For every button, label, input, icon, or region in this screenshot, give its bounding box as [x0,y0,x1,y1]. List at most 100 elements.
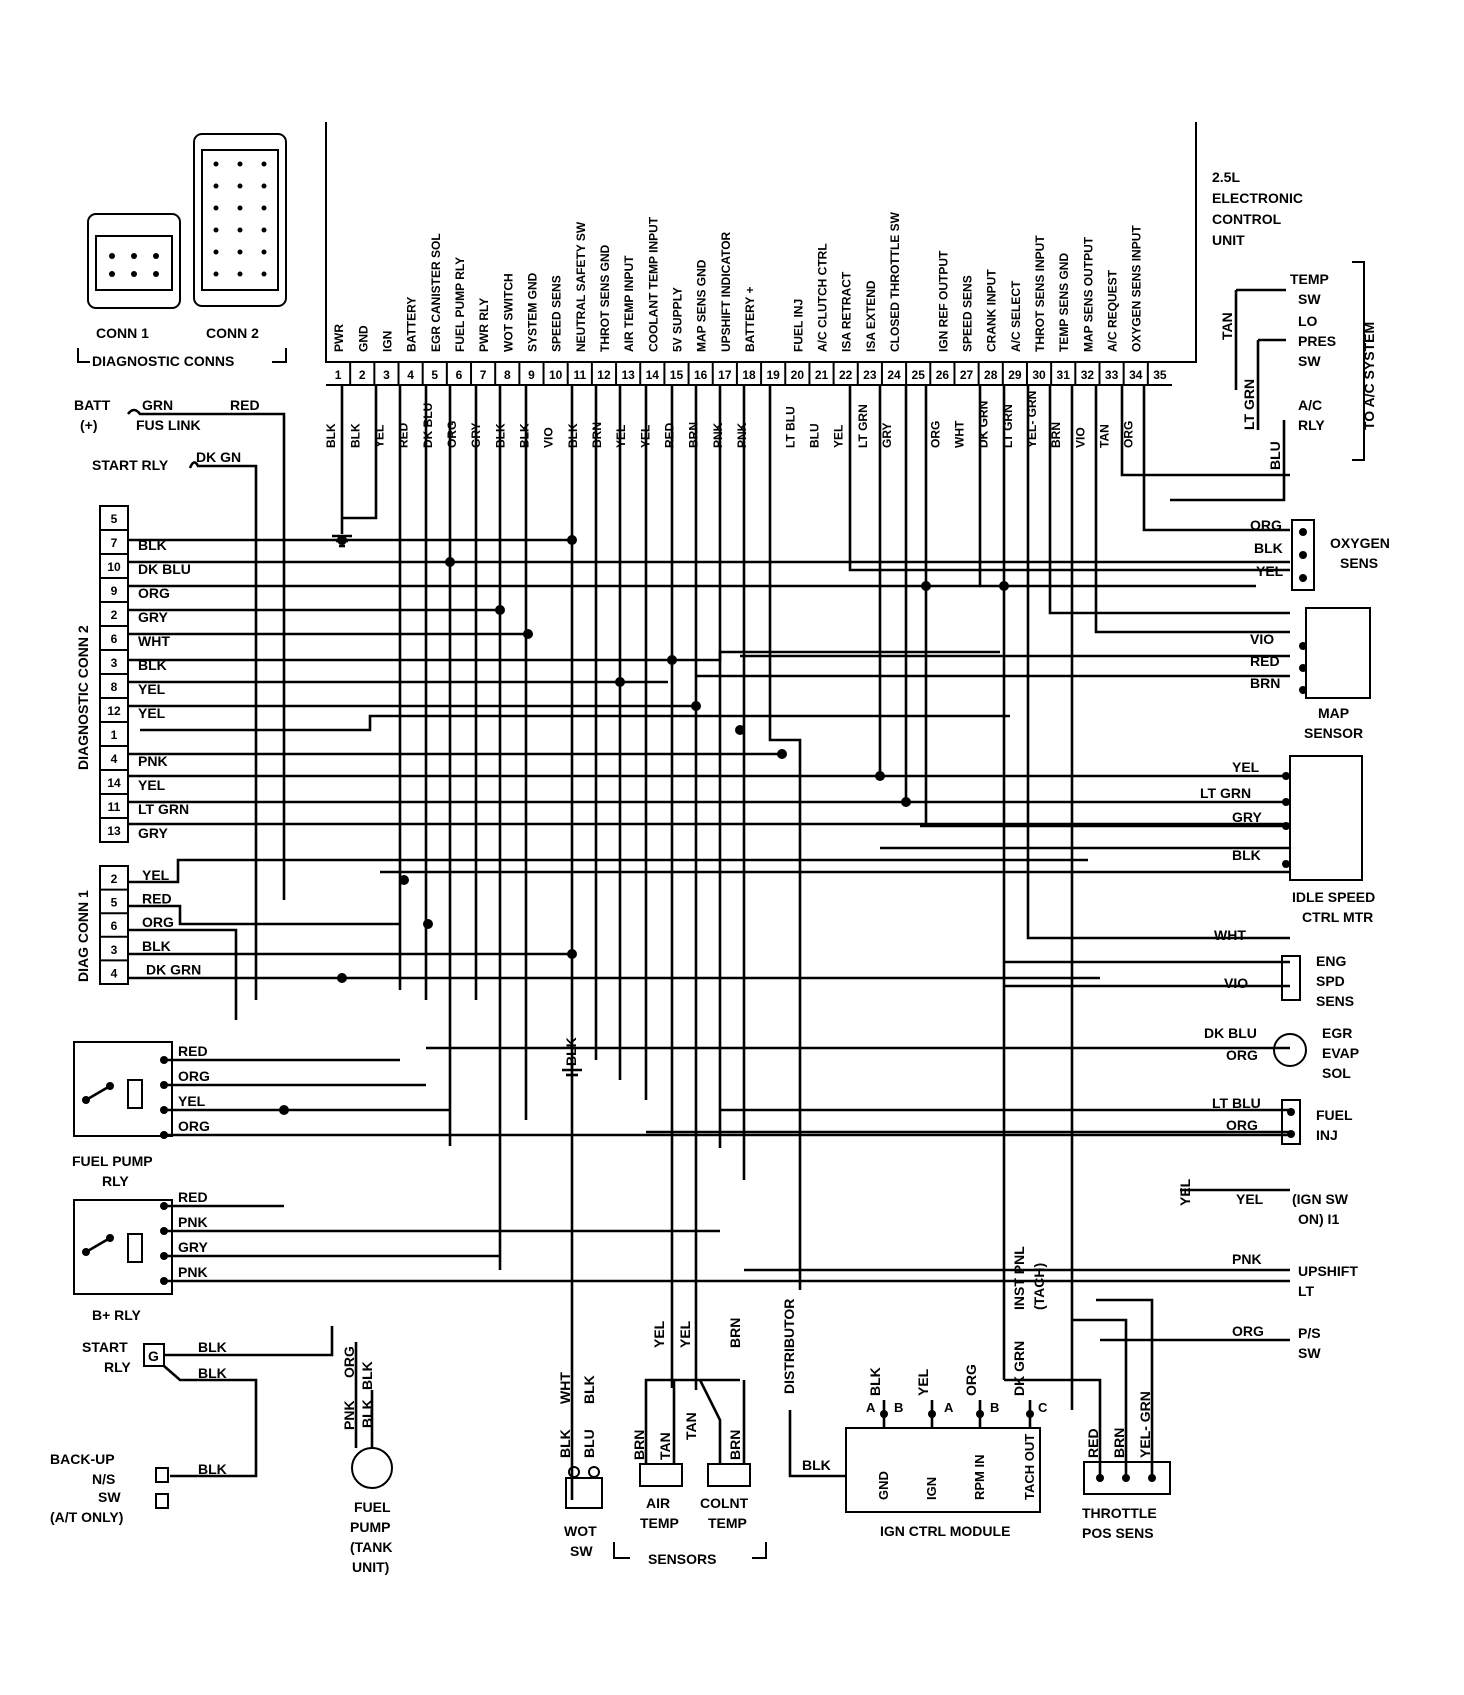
backup-label-3: SW [98,1489,121,1505]
tps-wire-3: YEL- GRN [1137,1391,1153,1458]
dc1-wire-color: RED [142,891,172,907]
wot-wire-4: BLU [581,1429,597,1458]
conn2-pin [261,271,267,277]
start-rly-label: START RLY [92,457,169,473]
ecu-title-2: ELECTRONIC [1212,190,1303,206]
conn2-pin [213,183,219,189]
junction-dot [423,919,433,929]
wot-wire-1: WHT [557,1372,573,1404]
tps-wire-1: RED [1085,1428,1101,1458]
ecu-pin-number: 5 [431,368,438,382]
oxy-wire-2: BLK [1254,540,1283,556]
ecu-pin-number: 23 [863,368,877,382]
gnd-blk-label: BLK [563,1037,579,1066]
sens-wire-2: YEL [677,1320,693,1348]
start-rly-terminal: G [148,1348,159,1364]
junction-dot [735,725,745,735]
backup-ns-switch: BACK-UP N/S SW (A/T ONLY) BLK [50,1451,227,1525]
ecu-pin-wire-color: PNK [735,422,749,448]
ecu-pin-number: 28 [984,368,998,382]
ign-sw-label-2: ON) I1 [1298,1211,1339,1227]
junction-dot [691,701,701,711]
ecu-pin-wire-color: BRN [1049,422,1063,448]
colnt-temp-label-1: COLNT [700,1495,749,1511]
fuel-inj: LT BLU ORG FUEL INJ [1212,1095,1353,1145]
dc2-wire-color: ORG [138,585,170,601]
icm-terminal-letter: B [894,1400,903,1415]
junction-dot [567,535,577,545]
ecu-pin-wire-color: GRY [880,422,894,448]
ecu-pin-function: EGR CANISTER SOL [429,233,443,352]
ign-sw-feed: YEL YEL (IGN SW ON) I1 [1177,1178,1349,1227]
egr-wire-2: ORG [1226,1047,1258,1063]
ecu-pin-wire-color: BLK [324,423,338,448]
ecu-pin-function: BATTERY [405,297,419,352]
ecu-pin-number: 25 [912,368,926,382]
inst-pnl-label-2: (TACH) [1031,1263,1047,1310]
dc2-pin-number: 8 [111,680,118,694]
b-rly-label: B+ RLY [92,1307,142,1323]
wire-harness [128,288,1290,1500]
ecu-pin-function: SPEED SENS [550,275,564,352]
ecu-pin-wire-color: BLK [517,423,531,448]
isc-wire-3: GRY [1232,809,1262,825]
start-rly-wire-2: BLK [198,1365,227,1381]
wot-switch: WHT BLK BLK BLU WOT SW BLK [557,1037,603,1559]
isc-wire-1: YEL [1232,759,1260,775]
conn2-pin [237,161,243,167]
dk-gn-label: DK GN [196,449,241,465]
junction-dot [999,581,1009,591]
ecu-pin-function: A/C CLUTCH CTRL [816,243,830,352]
conn2-pin [237,205,243,211]
ecu-pin-number: 19 [766,368,780,382]
map-wire-3: BRN [1250,675,1280,691]
dc2-pin-number: 9 [111,584,118,598]
backup-label-4: (A/T ONLY) [50,1509,123,1525]
dc1-pin-number: 3 [111,943,118,957]
icm-wire-dkgrn: DK GRN [1011,1341,1027,1396]
ecu-pin-wire-color: WHT [953,420,967,448]
oxygen-label-2: SENS [1340,555,1378,571]
icm-terminal-label: TACH OUT [1022,1434,1037,1500]
isc-label-2: CTRL MTR [1302,909,1373,925]
conn2-picture [193,133,287,307]
upshift-lt: PNK UPSHIFT LT [1232,1251,1358,1299]
inj-wire-1: LT BLU [1212,1095,1261,1111]
ecu-pin-number: 15 [670,368,684,382]
fpr-label-2: RLY [102,1173,129,1189]
ecu-pin-number: 12 [597,368,611,382]
ign-sw-label-1: (IGN SW [1292,1191,1349,1207]
relay-wire-color: ORG [178,1118,210,1134]
sens-wire-3: BRN [727,1318,743,1348]
sensors-label: SENSORS [648,1551,716,1567]
ecu-pin-function: CLOSED THROTTLE SW [888,211,902,352]
start-rly-wire-1: BLK [198,1339,227,1355]
diag-conn2-title: DIAGNOSTIC CONN 2 [75,625,91,770]
oxy-wire-1: ORG [1250,517,1282,533]
icm-terminal-letter: A [866,1400,876,1415]
red-label: RED [230,397,260,413]
relay-wire-color: ORG [178,1068,210,1084]
ecu-title-1: 2.5L [1212,169,1240,185]
junction-dot [523,629,533,639]
ecu-pin-number: 8 [504,368,511,382]
ecu-pin-function: TEMP SENS GND [1057,253,1071,352]
icm-terminal-dot [880,1410,888,1418]
fus-link-label: FUS LINK [136,417,201,433]
ecu-pin-number: 31 [1057,368,1071,382]
dc2-wire-color: GRY [138,609,168,625]
oxygen-label-1: OXYGEN [1330,535,1390,551]
dc1-pin-number: 5 [111,896,118,910]
ecu-pin-wire-color: ORG [1122,421,1136,448]
ecu-title-3: CONTROL [1212,211,1282,227]
dc2-pin-number: 4 [111,752,118,766]
ecu-pin-number: 17 [718,368,732,382]
fuel-pump-wire-3: BLK [359,1399,375,1428]
conn2-pin [261,183,267,189]
ecu-pin-function: AIR TEMP INPUT [622,255,636,352]
eng-label-3: SENS [1316,993,1354,1009]
distributor-label: DISTRIBUTOR [781,1299,797,1394]
